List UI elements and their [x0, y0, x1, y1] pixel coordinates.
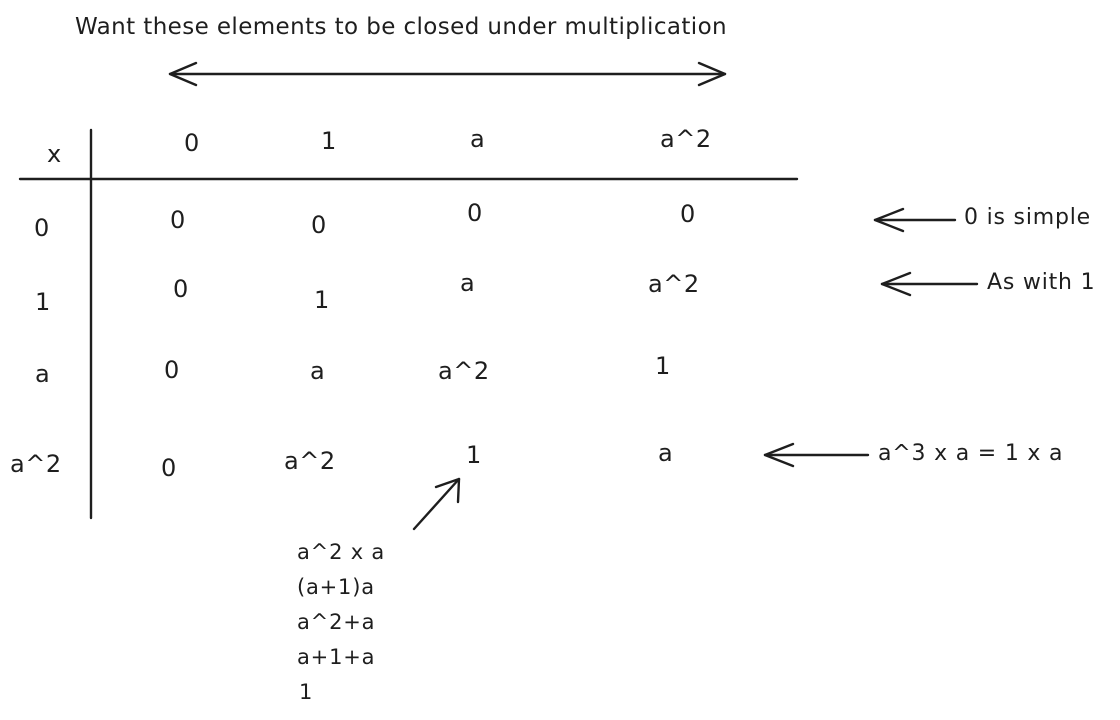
table-cell: 0	[680, 200, 696, 228]
arrow-one-row	[880, 271, 979, 297]
col-header: a^2	[660, 125, 712, 153]
annotation-zero-row: 0 is simple	[964, 205, 1091, 230]
derivation-step: (a+1)a	[297, 575, 375, 599]
row-header: a^2	[10, 450, 62, 478]
table-cell: 0	[161, 454, 177, 482]
derivation-step: 1	[299, 680, 314, 704]
col-header: 0	[184, 129, 200, 157]
annotation-one-row: As with 1	[987, 270, 1096, 295]
arrow-a2-row	[763, 442, 870, 468]
table-cell: a^2	[648, 270, 700, 298]
table-cell: 1	[655, 352, 671, 380]
title-text: Want these elements to be closed under m…	[75, 14, 728, 40]
arrow-zero-row	[873, 207, 957, 233]
row-header: a	[35, 360, 51, 388]
table-cell: 0	[173, 275, 189, 303]
table-cell: 0	[311, 211, 327, 239]
arrow-derivation	[412, 477, 461, 531]
table-cell: a	[310, 357, 326, 385]
row-header: 0	[34, 214, 50, 242]
table-cell: a	[658, 439, 674, 467]
operator-symbol: x	[47, 140, 62, 168]
col-header: 1	[321, 127, 337, 155]
derivation-step: a^2 x a	[297, 540, 386, 564]
table-cell: a^2	[284, 447, 336, 475]
table-cell: a^2	[438, 357, 490, 385]
table-cell: 1	[314, 286, 330, 314]
derivation-step: a+1+a	[297, 645, 376, 669]
table-cell: 1	[466, 441, 482, 469]
double-arrow	[168, 61, 727, 87]
row-header: 1	[35, 288, 51, 316]
table-cell: 0	[164, 356, 180, 384]
col-header: a	[470, 125, 486, 153]
table-cell: a	[460, 269, 476, 297]
derivation-step: a^2+a	[297, 610, 376, 634]
table-cell: 0	[467, 199, 483, 227]
annotation-a2-row: a^3 x a = 1 x a	[878, 441, 1064, 466]
table-cell: 0	[170, 206, 186, 234]
